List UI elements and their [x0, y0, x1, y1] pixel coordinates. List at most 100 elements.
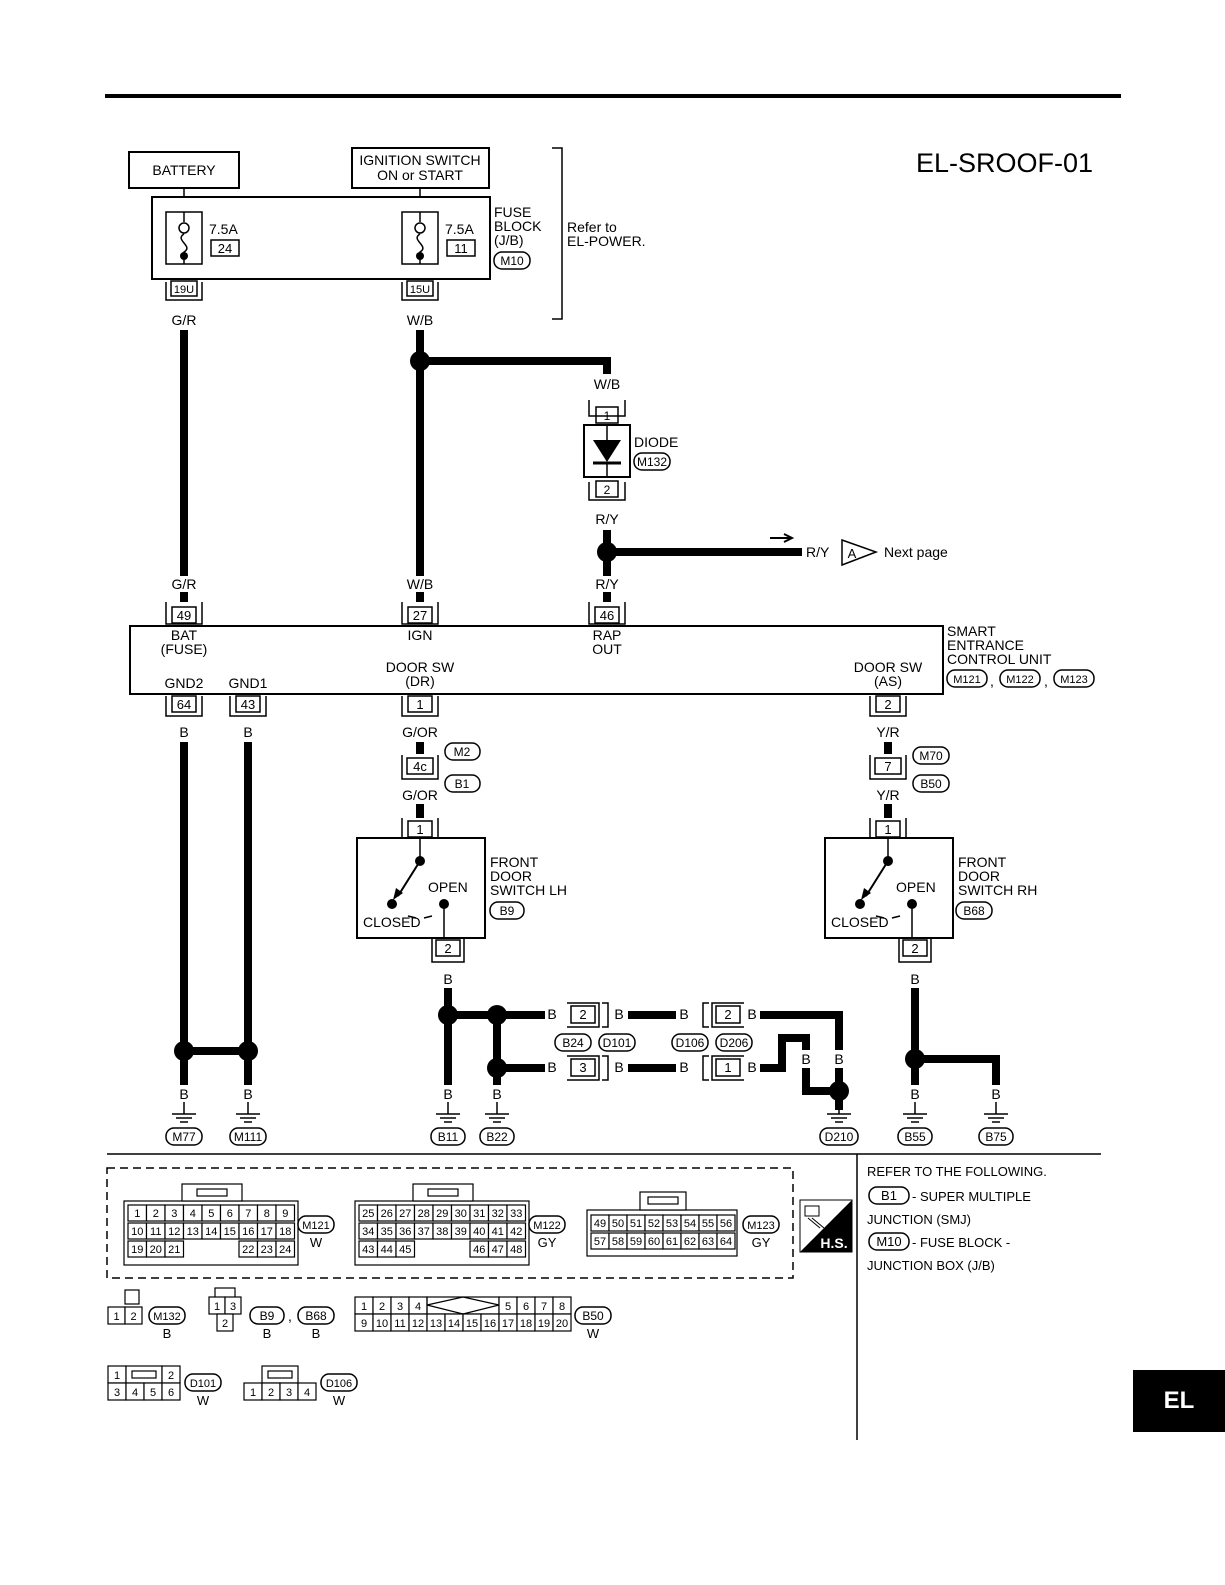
m123: 64: [720, 1236, 732, 1248]
legend-code-m10: M10: [876, 1234, 901, 1249]
m121: 15: [224, 1226, 236, 1238]
cv-d106-code: D106: [326, 1378, 352, 1390]
junction-7-m70: M70: [919, 749, 943, 763]
svg-text:M77: M77: [172, 1130, 196, 1144]
svg-text:B55: B55: [904, 1130, 926, 1144]
switch-rh-line2: DOOR: [958, 868, 1000, 884]
diode-label: DIODE: [634, 434, 678, 450]
gnd-wire-m111: B: [243, 1086, 252, 1102]
switch-rh-wire: B: [910, 971, 919, 987]
b50: 4: [415, 1301, 421, 1313]
b50: 17: [502, 1318, 514, 1330]
m123: 50: [612, 1218, 624, 1230]
ground-b22: B22: [479, 1102, 515, 1146]
cu-name-1: SMART: [947, 623, 996, 639]
b9: 3: [230, 1301, 236, 1313]
inline-wire-b-7: B: [614, 1059, 623, 1075]
m123: 59: [630, 1236, 642, 1248]
inline-wire-b-3: B: [679, 1006, 688, 1022]
m123: 51: [630, 1218, 642, 1230]
cu-pin-49-name1: BAT: [171, 627, 198, 643]
inline-pin-d106-top: 2: [724, 1007, 731, 1022]
refer-power-line1: Refer to: [567, 219, 617, 235]
b50: 3: [397, 1301, 403, 1313]
cu-doorsw-as-1: DOOR SW: [854, 659, 923, 675]
b50: 14: [448, 1318, 460, 1330]
switch-rh-box: [824, 837, 954, 939]
m121: 7: [245, 1208, 251, 1220]
ground-d210: D210: [819, 1110, 859, 1146]
cv-b68-code: B68: [305, 1309, 327, 1323]
switch-lh-closed: CLOSED: [363, 914, 421, 930]
m123: 54: [684, 1218, 696, 1230]
m122-latch-slot: [427, 1188, 459, 1197]
cu-pin-49: 49: [165, 602, 203, 625]
wire-b-gnd2: B: [179, 724, 188, 740]
fuse-block-line3: (J/B): [494, 232, 524, 248]
m121: 8: [264, 1208, 270, 1220]
ground-b11: B11: [430, 1102, 466, 1146]
gnd-wire-b75: B: [991, 1086, 1000, 1102]
pin-cell: [164, 1240, 185, 1258]
next-page-label: Next page: [884, 544, 948, 560]
d101: 6: [168, 1387, 174, 1399]
cu-name-2: ENTRANCE: [947, 637, 1024, 653]
cv-b9-code: B9: [260, 1309, 275, 1323]
pin-cell: [716, 1214, 736, 1232]
d101: 4: [132, 1387, 138, 1399]
cu-connector-m122: M122: [1006, 674, 1034, 686]
next-page-connector: A: [848, 546, 857, 561]
next-page-wire: R/Y: [806, 544, 830, 560]
pin-cell: [275, 1222, 296, 1240]
inline-wire-b-1: B: [547, 1006, 556, 1022]
cv-m121-color: W: [310, 1235, 323, 1250]
m122: 41: [492, 1226, 504, 1238]
diode-connector: M132: [637, 455, 667, 469]
m123: 57: [594, 1236, 606, 1248]
cv-sep: ,: [288, 1308, 292, 1324]
pin-cell: [124, 1306, 143, 1325]
pin-cell: [395, 1240, 416, 1258]
junction-4c-pin: 4c: [413, 759, 427, 774]
m122: 45: [399, 1244, 411, 1256]
pin-cell: [506, 1240, 527, 1258]
cv-b68-color: B: [312, 1326, 321, 1341]
connector-group-dashed: [106, 1167, 794, 1279]
m122: 36: [399, 1226, 411, 1238]
m123: 60: [648, 1236, 660, 1248]
m121: 22: [242, 1244, 254, 1256]
b50: 8: [559, 1301, 565, 1313]
pin-cell: [506, 1222, 527, 1240]
inline-wire-b-8: B: [679, 1059, 688, 1075]
switch-lh-line1: FRONT: [490, 854, 539, 870]
m122: 30: [455, 1208, 467, 1220]
d106: 3: [286, 1387, 292, 1399]
wire-wb-top: W/B: [407, 312, 433, 328]
m132-latch: [124, 1289, 140, 1305]
b50: 12: [412, 1318, 424, 1330]
legend-text-m10-2: JUNCTION BOX (J/B): [867, 1258, 995, 1273]
pin-cell: [275, 1204, 296, 1222]
m121: 23: [261, 1244, 273, 1256]
cu-pin-27: 27: [401, 602, 439, 625]
cv-m123-color: GY: [752, 1235, 771, 1250]
fuse-block-connector: M10: [500, 254, 524, 268]
diode-wire-out: R/Y: [595, 511, 619, 527]
cv-b50-code: B50: [582, 1309, 604, 1323]
cu-pin-43: 43: [229, 695, 267, 717]
cv-d101-color: W: [197, 1393, 210, 1408]
m123-latch-slot: [647, 1196, 679, 1205]
pin-cell: [275, 1240, 296, 1258]
b50: 1: [361, 1301, 367, 1313]
m121: 6: [227, 1208, 233, 1220]
fuse-block: [151, 196, 491, 280]
switch-lh-line3: SWITCH LH: [490, 882, 567, 898]
switch-lh-pin-top: 1: [416, 822, 423, 837]
hs-badge-text: H.S.: [820, 1235, 847, 1251]
wire-gor-2: G/OR: [402, 787, 438, 803]
b50: 7: [541, 1301, 547, 1313]
diode-pin-out: 2: [604, 483, 611, 497]
cv-m132-color: B: [163, 1326, 172, 1341]
pin-cell: [506, 1204, 527, 1222]
